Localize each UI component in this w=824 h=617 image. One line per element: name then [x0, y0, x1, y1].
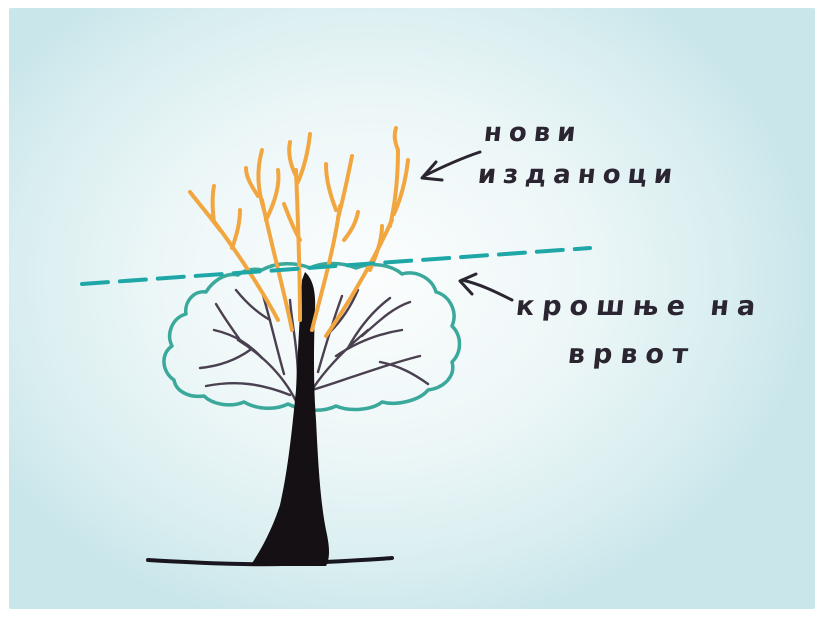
new-shoots-label-line1: нови — [482, 118, 584, 148]
crown-arrow — [460, 274, 512, 300]
cut-line — [82, 248, 590, 284]
new-shoots — [190, 128, 408, 336]
new-shoots-label-line2: изданоци — [476, 160, 680, 190]
crown-label-line1: крошње на — [514, 292, 764, 322]
crown-label-line2: врвот — [566, 340, 697, 370]
new-shoots-arrow — [422, 152, 480, 180]
